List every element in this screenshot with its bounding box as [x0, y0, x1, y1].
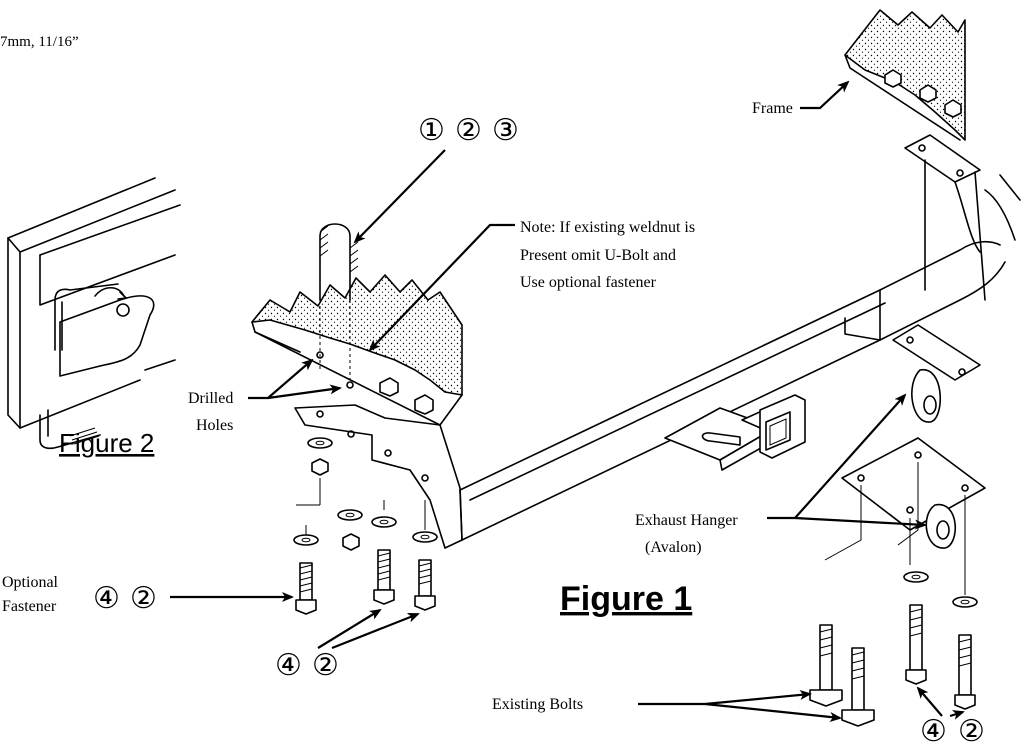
optional-fastener-line-2: Fastener [2, 598, 57, 615]
note-line-2: Present omit U-Bolt and [520, 247, 676, 264]
drilled-holes-line-1: Drilled [188, 390, 233, 407]
existing-arrow-2 [704, 702, 842, 722]
optional-part-4: ④ [93, 582, 120, 615]
hitch-receiver [664, 394, 806, 471]
bolt-arrow-right-1 [916, 686, 943, 717]
frame-arrow [800, 80, 850, 110]
torque-spec-text: 7mm, 11/16” [0, 34, 79, 50]
bolt-part-2-right: ② [958, 715, 985, 747]
frame-label: Frame [752, 100, 793, 117]
right-frame-rail [844, 9, 966, 141]
optional-part-2: ② [130, 582, 157, 615]
part-number-1: ① [418, 114, 445, 147]
existing-bolts-label: Existing Bolts [492, 696, 583, 713]
exhaust-hanger-line-2: (Avalon) [645, 539, 702, 556]
existing-arrow-1 [638, 689, 812, 706]
part-number-3: ③ [492, 114, 519, 147]
optional-fastener-line-1: Optional [2, 574, 59, 591]
hitch-crossbar [459, 240, 1006, 541]
bolt-arrow-right-2 [949, 710, 965, 720]
part-number-2: ② [455, 114, 482, 147]
right-mounting-bracket [841, 134, 1021, 549]
exhaust-hanger-line-1: Exhaust Hanger [635, 512, 738, 529]
note-arrow [368, 223, 515, 352]
bolt-part-4-left: ④ [275, 649, 302, 682]
drilled-arrow-2 [267, 384, 342, 400]
u-bolt-arrow [353, 149, 446, 244]
bolt-part-2-left: ② [312, 649, 339, 682]
left-hardware [293, 437, 438, 615]
left-frame-rail [251, 274, 463, 426]
u-bolt [319, 223, 359, 380]
bolt-part-4-right: ④ [920, 715, 947, 747]
drilled-holes-line-2: Holes [196, 417, 233, 434]
exhaust-arrow-2 [794, 516, 927, 530]
right-hardware [809, 462, 978, 727]
figure-1-label: Figure 1 [560, 580, 692, 618]
note-line-1: Note: If existing weldnut is [520, 219, 695, 236]
bolt-arrow-left-1 [317, 608, 382, 649]
note-line-3: Use optional fastener [520, 274, 657, 291]
figure-2-label: Figure 2 [59, 428, 154, 458]
bolt-arrow-left-2 [331, 612, 420, 650]
left-mounting-bracket [294, 351, 463, 549]
figure-2-illustration [7, 177, 181, 450]
